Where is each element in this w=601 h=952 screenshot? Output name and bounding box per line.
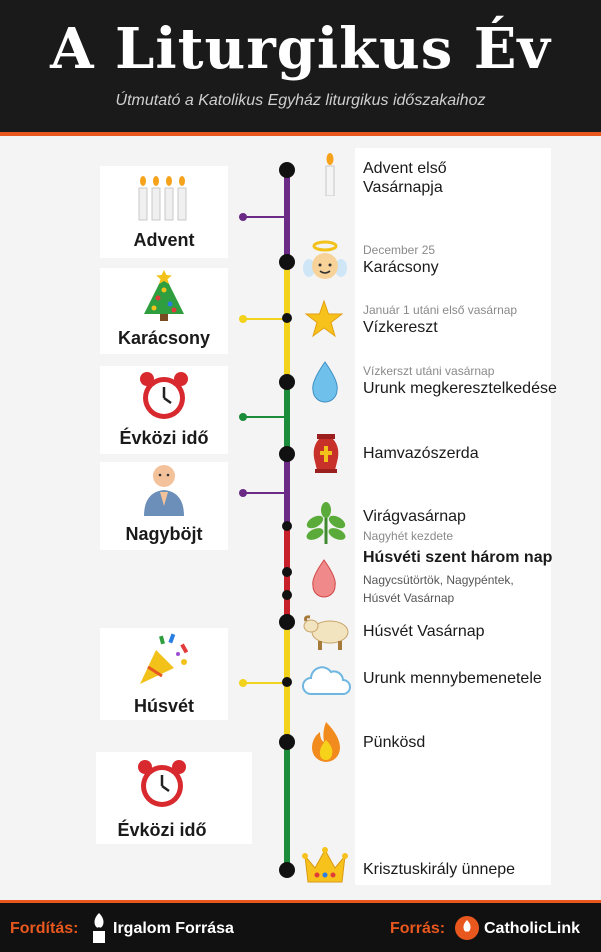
event-label: Húsvéti szent három nap <box>363 549 553 566</box>
event-label: Hamvazószerda <box>363 445 479 462</box>
event-label: Vízkereszt <box>363 319 438 336</box>
timeline-node <box>279 862 295 878</box>
season-label: Évközi idő <box>119 428 209 448</box>
season-connector <box>243 416 285 418</box>
event-note: Nagycsütörtök, Nagypéntek, <box>363 573 514 587</box>
season-ordinary-time-1: Évközi idő <box>100 366 228 454</box>
event-label: Krisztuskirály ünnepe <box>363 861 516 878</box>
season-connector <box>243 216 285 218</box>
header: A Liturgikus Év Útmutató a Katolikus Egy… <box>0 0 601 136</box>
candle-icon <box>325 153 335 196</box>
crown-icon <box>302 847 348 883</box>
season-label: Advent <box>133 230 195 250</box>
connector-dot <box>239 213 247 221</box>
season-connector <box>243 682 285 684</box>
star-icon <box>304 299 344 338</box>
event-date: Vízkerszt utáni vasárnap <box>363 364 495 378</box>
urn-icon <box>313 434 339 473</box>
candles-icon <box>138 176 187 221</box>
season-connector <box>243 318 285 320</box>
timeline-node <box>279 374 295 390</box>
timeline-node <box>279 254 295 270</box>
event-date: December 25 <box>363 243 436 257</box>
season-connector <box>243 492 285 494</box>
timeline-node <box>279 614 295 630</box>
event-label: Karácsony <box>363 259 439 276</box>
event-label: Advent első <box>363 160 447 177</box>
timeline-node <box>279 734 295 750</box>
event-label: Húsvét Vasárnap <box>363 623 485 640</box>
christmas-tree-icon <box>144 270 184 321</box>
connector-dot <box>239 489 247 497</box>
page-subtitle: Útmutató a Katolikus Egyház liturgikus i… <box>115 92 486 109</box>
connector-dot <box>239 413 247 421</box>
praying-person-icon <box>144 465 184 516</box>
translation-name: Irgalom Forrása <box>113 920 234 937</box>
page-title: A Liturgikus Év <box>50 16 551 82</box>
timeline-segment-advent <box>284 170 290 262</box>
alarm-clock-icon <box>138 760 186 807</box>
source-label: Forrás: <box>390 920 446 937</box>
translation-label: Fordítás: <box>10 920 79 937</box>
footer: Fordítás: Irgalom Forrása Forrás: Cathol… <box>0 900 601 952</box>
herb-icon <box>306 502 346 544</box>
event-label: Urunk megkeresztelkedése <box>363 380 557 397</box>
season-label: Húsvét <box>133 696 195 716</box>
alarm-clock-icon <box>140 372 188 419</box>
event-label: Urunk mennybemenetele <box>363 670 542 687</box>
event-note: Nagyhét kezdete <box>363 529 454 543</box>
season-lent: Nagyböjt <box>100 462 228 550</box>
lamb-icon <box>303 615 349 650</box>
water-drop-icon <box>312 361 338 403</box>
season-ordinary-time-2: Évközi idő <box>96 752 252 844</box>
connector-dot <box>239 679 247 687</box>
season-christmas: Karácsony <box>100 268 228 354</box>
connector-dot <box>239 315 247 323</box>
timeline-node <box>279 446 295 462</box>
event-note: Húsvét Vasárnap <box>363 591 455 605</box>
season-label: Évközi idő <box>117 820 207 840</box>
blood-drop-icon <box>312 559 336 598</box>
irgalom-forrasa-logo-icon <box>93 913 105 943</box>
event-label: Vasárnapja <box>363 179 443 196</box>
cloud-icon <box>302 666 351 695</box>
timeline-segment-ordinary-1 <box>284 382 290 454</box>
season-label: Karácsony <box>117 328 211 348</box>
event-date: Január 1 utáni első vasárnap <box>363 303 518 317</box>
timeline-node <box>282 521 292 531</box>
timeline-node <box>282 677 292 687</box>
events-card <box>355 148 551 885</box>
catholiclink-logo-icon <box>455 916 479 940</box>
angel-icon <box>303 240 347 279</box>
season-advent: Advent <box>100 166 228 258</box>
timeline-segment-ordinary-2 <box>284 742 290 870</box>
timeline-node <box>282 313 292 323</box>
timeline-node <box>282 567 292 577</box>
event-label: Pünkösd <box>363 734 426 751</box>
event-label: Virágvasárnap <box>363 508 466 525</box>
party-popper-icon <box>140 633 189 684</box>
season-easter: Húsvét <box>100 628 228 720</box>
timeline-node <box>279 162 295 178</box>
timeline-segment-lent <box>284 454 290 526</box>
source-name: CatholicLink <box>484 920 581 937</box>
timeline-node <box>282 590 292 600</box>
season-label: Nagyböjt <box>125 524 203 544</box>
fire-icon <box>312 722 340 762</box>
